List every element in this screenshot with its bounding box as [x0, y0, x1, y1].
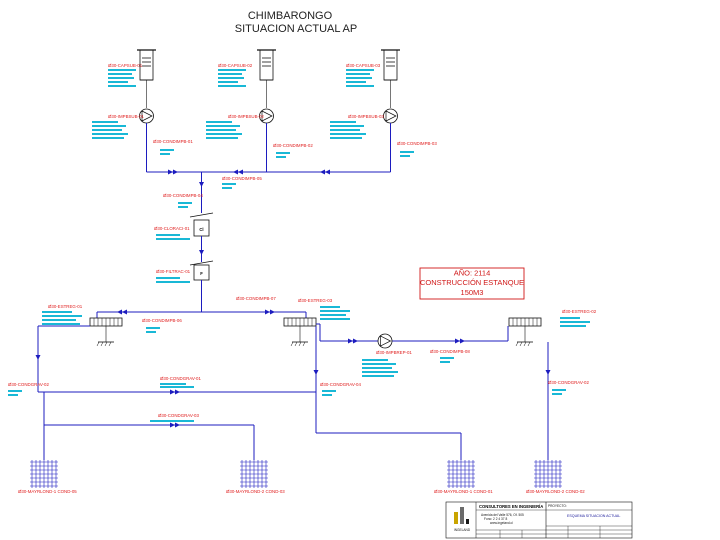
firm-address-3: www.ingeland.cl	[490, 521, 513, 525]
pump-1[interactable]	[139, 108, 154, 124]
pump-3-tag: Ø30-IMPBSUB-03	[348, 114, 384, 119]
booster-pipe-tag: Ø30-CONDIMPB-08	[430, 349, 470, 354]
network-grid-4[interactable]	[534, 460, 562, 488]
construction-note: AÑO: 2114 CONSTRUCCIÓN ESTANQUE 150M3	[419, 267, 525, 300]
tank-1[interactable]	[89, 317, 123, 347]
pump-2-pipe-datablock	[276, 152, 290, 158]
collector-pipe-b-tag: Ø30-CONDIMPB-04	[163, 193, 203, 198]
diagram-title-line2: SITUACION ACTUAL AP	[235, 23, 357, 35]
distribution-lower-horizontal-datablock	[150, 420, 194, 422]
tank-feed-top-tag: Ø30-CONDIMPB-07	[236, 296, 276, 301]
tank-1-datablock	[42, 311, 82, 325]
project-label: PROYECTO:	[548, 504, 567, 508]
chlorination-symbol: Cl	[199, 227, 203, 232]
pump-1-tag: Ø30-IMPBSUB-01	[108, 114, 144, 119]
pump-3-datablock	[330, 121, 366, 139]
note-line3: 150M3	[461, 288, 484, 297]
distribution-mid-horizontal-datablock	[160, 383, 194, 388]
pump-1-pipe-datablock	[160, 149, 174, 155]
network-4-tag: Ø30-MAYRLOND-2 COND-02	[526, 489, 585, 494]
firm-address-2: Fono: 2 2 4 37 8	[484, 517, 507, 521]
distribution-right-down-tag: Ø30-CONDGRAV-02	[548, 380, 589, 385]
well-1-datablock	[108, 69, 136, 87]
network-grids	[30, 460, 562, 488]
tank-1-tag: Ø30-ESTREG-01	[48, 304, 83, 309]
booster-pipe-datablock	[440, 357, 454, 363]
network-grid-1[interactable]	[30, 460, 58, 488]
network-grid-2[interactable]	[240, 460, 268, 488]
filtration-datablock	[156, 277, 190, 283]
network-1-tag: Ø30-MAYRLOND-1 COND-05	[18, 489, 77, 494]
pump-3-pipe-tag: Ø30-CONDIMPB-03	[397, 141, 437, 146]
filtration-symbol: F	[200, 271, 203, 276]
pump-2-pipe-tag: Ø30-CONDIMPB-02	[273, 143, 313, 148]
booster-pump-datablock	[362, 359, 398, 377]
distribution-left-down-tag: Ø30-CONDGRAV-02	[8, 382, 49, 387]
well-1-tag: Ø30-CAPSUB-01	[108, 63, 143, 68]
well-1[interactable]	[137, 49, 156, 108]
tank-3-datablock	[560, 317, 590, 327]
filtration-tag: Ø30-FILTRAC-01	[156, 269, 191, 274]
pump-1-datablock	[92, 121, 128, 139]
note-line2: CONSTRUCCIÓN ESTANQUE	[420, 278, 524, 287]
distribution-pipes	[35, 325, 551, 460]
tank-3[interactable]	[508, 317, 542, 347]
collector-pipe-b-datablock	[178, 202, 192, 208]
logo-caption: INGELAND	[454, 528, 471, 532]
firm-logo	[452, 505, 472, 527]
filtration-unit[interactable]: F	[189, 260, 214, 281]
well-2[interactable]	[257, 49, 276, 108]
network-grid-3[interactable]	[447, 460, 475, 488]
drawing-title: ESQUEMA SITUACION ACTUAL	[567, 514, 620, 518]
booster-pump[interactable]	[377, 333, 393, 349]
pump-3-pipe-datablock	[400, 151, 414, 157]
pump-3[interactable]	[383, 108, 398, 124]
flow-arrows-collector	[168, 169, 330, 187]
network-2-tag: Ø30-MAYRLOND-2 COND-03	[226, 489, 285, 494]
diagram-title-line1: CHIMBARONGO	[248, 10, 333, 22]
tank-feed-left-tag: Ø30-CONDIMPB-06	[142, 318, 182, 323]
tank-2-datablock	[320, 306, 350, 320]
collector-pipes	[146, 123, 391, 213]
well-3-tag: Ø30-CAPSUB-03	[346, 63, 381, 68]
booster-pump-tag: Ø30-IMPBREP-01	[376, 350, 412, 355]
collector-pipe-a-tag: Ø30-CONDIMPB-05	[222, 176, 262, 181]
firm-address-1: Avenida del Valle 576, Of. 505	[481, 513, 524, 517]
title-block: INGELAND CONSULTORES EN INGENIERÍA Aveni…	[445, 501, 633, 539]
distribution-left-down-datablock	[8, 390, 22, 396]
distribution-mid-down-datablock	[322, 390, 336, 396]
well-2-datablock	[218, 69, 246, 87]
pump-2[interactable]	[259, 108, 274, 124]
booster-line	[316, 323, 509, 344]
distribution-right-down-datablock	[552, 389, 566, 395]
tank-2[interactable]	[283, 317, 317, 347]
distribution-mid-horizontal-tag: Ø30-CONDGRAV-01	[160, 376, 201, 381]
tank-feed-left-datablock	[146, 327, 160, 333]
well-2-tag: Ø30-CAPSUB-02	[218, 63, 253, 68]
network-3-tag: Ø30-MAYRLOND-1 COND-01	[434, 489, 493, 494]
pump-2-tag: Ø30-IMPBSUB-02	[228, 114, 264, 119]
firm-name: CONSULTORES EN INGENIERÍA	[479, 504, 543, 509]
chlorination-tag: Ø30-CLORACI-01	[154, 226, 190, 231]
distribution-lower-horizontal-tag: Ø30-CONDGRAV-03	[158, 413, 199, 418]
pump-2-datablock	[206, 121, 242, 139]
tank-2-tag: Ø30-ESTREG-03	[298, 298, 333, 303]
chlorination-datablock	[156, 234, 190, 240]
chlorination-unit[interactable]: Cl	[189, 212, 214, 237]
pump-1-pipe-tag: Ø30-CONDIMPB-01	[153, 139, 193, 144]
tank-feed-header	[96, 309, 307, 318]
note-line1: AÑO: 2114	[454, 269, 491, 278]
well-3[interactable]	[381, 49, 400, 108]
collector-pipe-a-datablock	[222, 183, 236, 189]
well-3-datablock	[346, 69, 374, 87]
tank-3-tag: Ø30-ESTREG-02	[562, 309, 597, 314]
distribution-mid-down-tag: Ø30-CONDGRAV-04	[320, 382, 361, 387]
